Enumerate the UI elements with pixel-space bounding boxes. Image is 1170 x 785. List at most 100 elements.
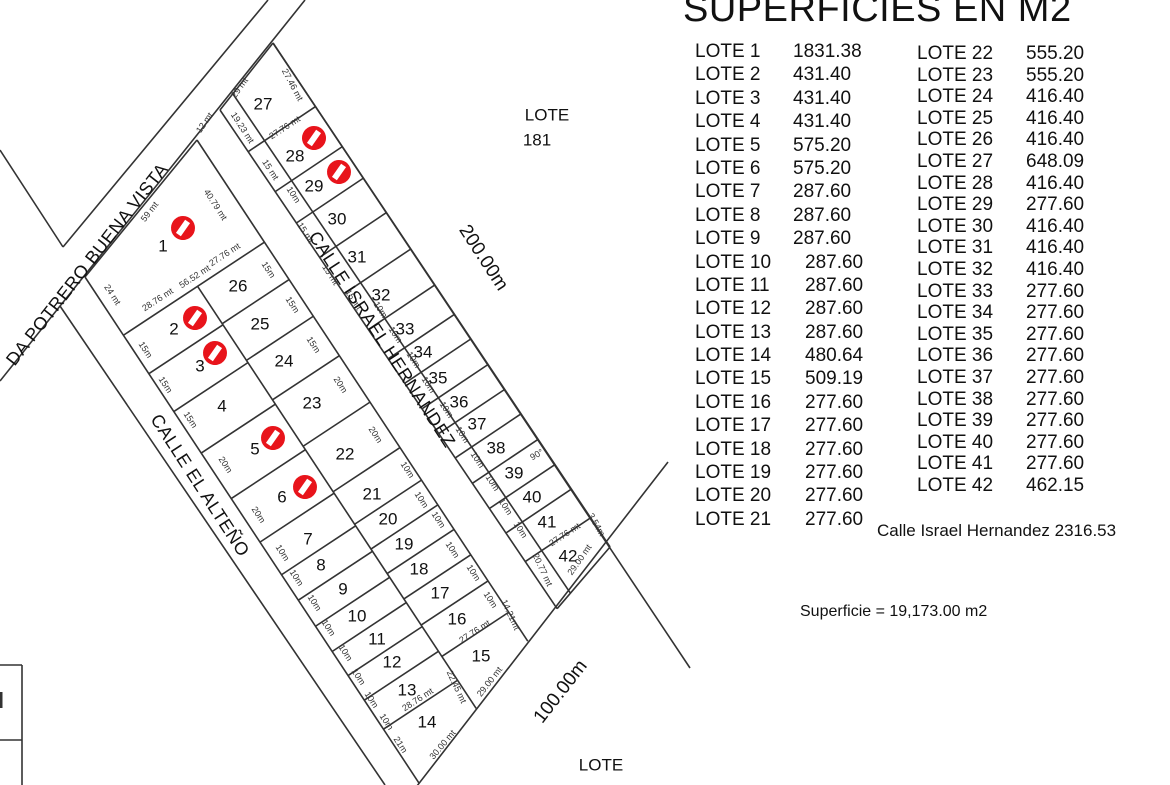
- lot-line: [148, 324, 224, 375]
- lot-label: LOTE 42: [917, 474, 994, 496]
- lot-line: [302, 401, 371, 447]
- dimension-label: 28.76 mt: [140, 285, 175, 313]
- east-block-top-edge: [219, 42, 274, 111]
- lot-number-30: 30: [328, 209, 347, 228]
- lot-line: [347, 625, 423, 677]
- alteno-west-edge: [59, 305, 386, 785]
- lot-area: 555.20: [1026, 43, 1085, 64]
- lot-label: LOTE 6: [695, 157, 761, 179]
- dimension-label: 10m: [320, 618, 338, 638]
- lot-numbers: 1234567891011121314151617181920212223242…: [158, 94, 577, 731]
- dimension-label: 10m: [285, 185, 303, 205]
- lot-line: [343, 248, 412, 295]
- lot-area: 277.60: [1026, 388, 1085, 410]
- no-entry-icon: [302, 126, 326, 150]
- lot-line: [421, 363, 489, 410]
- lot-number-11: 11: [368, 629, 386, 648]
- lot-area: 575.20: [793, 134, 852, 156]
- lot-line: [319, 211, 387, 259]
- lot-number-35: 35: [429, 368, 448, 387]
- lot-number-1: 1: [158, 236, 167, 255]
- lot-line: [556, 546, 611, 610]
- lot-area: 287.60: [793, 204, 852, 226]
- lot-number-5: 5: [250, 439, 259, 458]
- dimension-label: 10m: [306, 593, 324, 613]
- lot-number-13: 13: [398, 680, 417, 699]
- lot-line: [221, 278, 290, 325]
- lot-label: LOTE 28: [917, 172, 994, 194]
- lot-label: LOTE 33: [917, 280, 994, 302]
- no-entry-icon: [261, 426, 285, 450]
- lot-number-10: 10: [348, 606, 367, 625]
- dimension-label: 10m: [469, 450, 487, 470]
- lot-area: 575.20: [793, 157, 852, 179]
- lot-line: [315, 576, 391, 627]
- lot-label: LOTE 17: [695, 415, 772, 437]
- lot-number-6: 6: [277, 487, 286, 506]
- lot-area: 416.40: [1026, 172, 1085, 194]
- lot-area: 287.60: [793, 228, 852, 250]
- lot-line: [196, 139, 529, 642]
- lot-number-3: 3: [195, 356, 204, 375]
- lot-label: LOTE 19: [695, 462, 772, 484]
- lot-label: LOTE 2: [695, 64, 761, 86]
- lot-line: [332, 446, 401, 493]
- lot-label: LOTE 9: [695, 228, 761, 250]
- lot-line: [272, 355, 340, 401]
- neighbor-lote-bottom: LOTE: [579, 755, 623, 774]
- lot-number-25: 25: [251, 314, 270, 333]
- potrero-south-edge: [0, 0, 306, 382]
- lot-line: [331, 601, 407, 653]
- lot-label: LOTE 36: [917, 345, 994, 367]
- lot-line: [454, 413, 522, 459]
- area-row: LOTE 28 416.40: [917, 173, 1084, 195]
- no-entry-icon: [183, 306, 207, 330]
- lot-number-26: 26: [229, 276, 248, 295]
- lot-line: [438, 388, 506, 435]
- lot-label: LOTE 30: [917, 215, 994, 237]
- lot-label: LOTE 38: [917, 388, 994, 410]
- dimension-label: 24 mt: [102, 282, 123, 307]
- lot-label: LOTE 22: [917, 43, 994, 64]
- lot-area: 287.60: [805, 298, 864, 320]
- lot-line: [488, 463, 556, 510]
- dimension-label: 15m: [260, 260, 278, 280]
- lot-label: LOTE 8: [695, 204, 761, 226]
- lot-line: [84, 276, 420, 784]
- lot-number-42: 42: [559, 546, 578, 565]
- road-label-el-alteno: CALLE EL ALTEÑO: [147, 410, 255, 560]
- lot-label: LOTE 27: [917, 150, 994, 172]
- lot-area: 416.40: [1026, 215, 1085, 237]
- lot-label: LOTE 13: [695, 321, 772, 343]
- lot-area: 287.60: [805, 274, 864, 296]
- lot-number-9: 9: [338, 579, 347, 598]
- lot-number-12: 12: [383, 652, 402, 671]
- dimension-label: 27.76 mt: [207, 240, 242, 268]
- lot-label: LOTE 10: [695, 251, 772, 273]
- lot-label: LOTE 16: [695, 391, 772, 413]
- lot-label: LOTE 4: [695, 111, 761, 133]
- lot-number-33: 33: [396, 319, 415, 338]
- lot-area: 277.60: [805, 391, 864, 413]
- lot-number-2: 2: [169, 319, 178, 338]
- lot-number-34: 34: [414, 342, 433, 361]
- no-entry-icon: [327, 160, 351, 184]
- lot-area: 462.15: [1026, 474, 1085, 496]
- dimension-label: 10m: [484, 473, 502, 493]
- lot-line: [367, 284, 436, 331]
